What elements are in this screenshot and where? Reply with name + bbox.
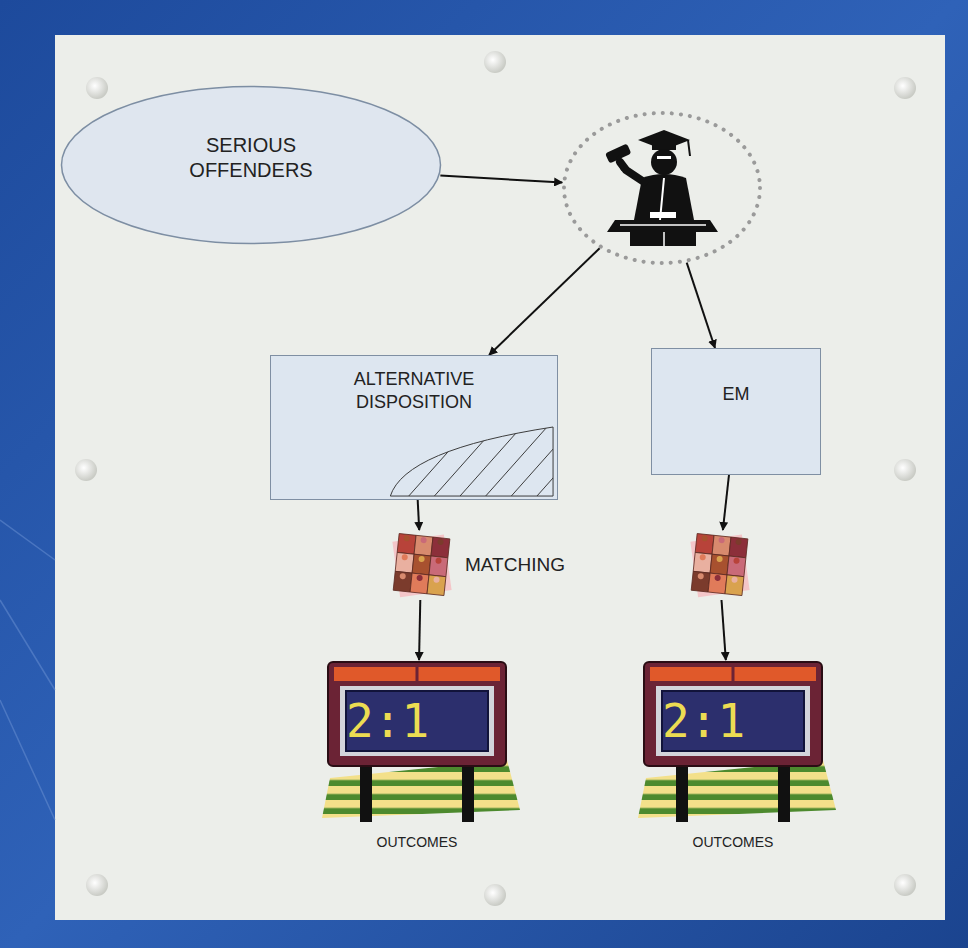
matching-icon (688, 530, 750, 600)
flow-arrow (418, 500, 420, 530)
matching-icon (390, 530, 452, 600)
puzzle-pieces (390, 530, 452, 600)
node-text: 2:1 (662, 691, 804, 751)
flow-arrow (489, 248, 600, 355)
node-text: 2:1 (346, 691, 488, 751)
stage-label: MATCHING (462, 553, 568, 577)
em-box: EM (651, 348, 821, 475)
flow-arrow (722, 600, 726, 660)
scoreboard: 2:1OUTCOMES (312, 660, 522, 860)
node-text: SERIOUS OFFENDERS (176, 133, 326, 183)
puzzle-pieces (688, 530, 750, 600)
judge-figure (560, 108, 765, 268)
flow-arrow (687, 263, 715, 348)
flow-arrow (723, 475, 729, 530)
disposition-box: ALTERNATIVE DISPOSITION (270, 355, 558, 500)
flow-arrow (419, 600, 420, 660)
node-text: OUTCOMES (312, 834, 522, 850)
scoreboard: 2:1OUTCOMES (628, 660, 838, 860)
flow-arrow (440, 176, 562, 183)
node-text: OUTCOMES (628, 834, 838, 850)
judge-icon (560, 108, 765, 268)
node-text: ALTERNATIVE DISPOSITION (319, 368, 509, 415)
group-ellipse: SERIOUS OFFENDERS (60, 85, 442, 245)
node-text: EM (723, 383, 750, 406)
